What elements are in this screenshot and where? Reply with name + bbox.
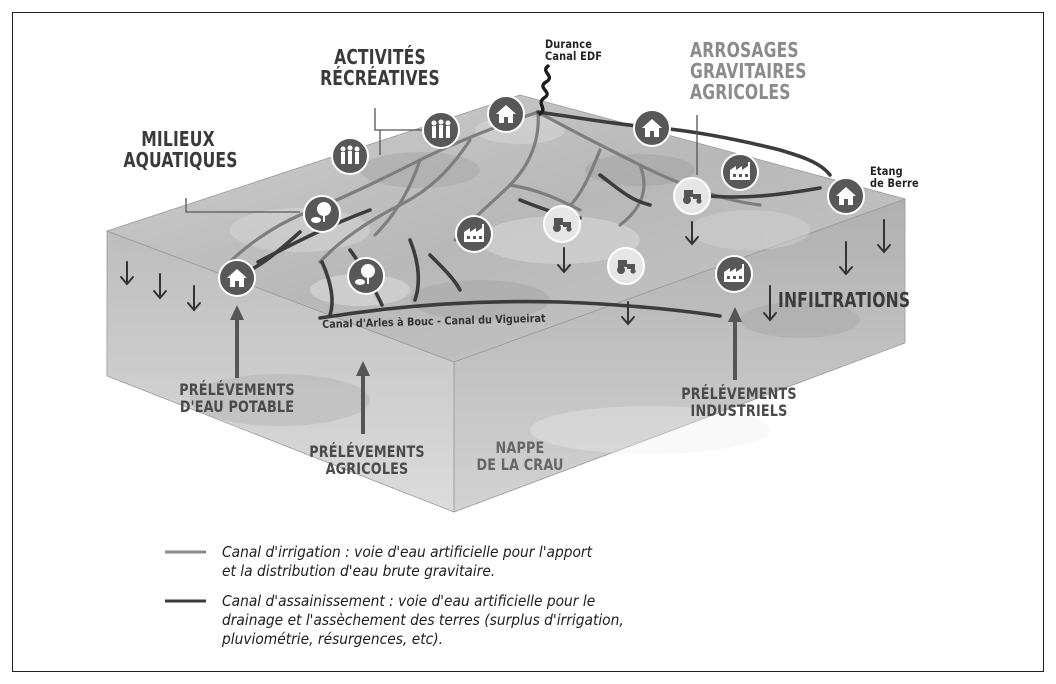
extraction-arrows: [230, 305, 742, 434]
label-milieux-aquatiques: MILIEUX AQUATIQUES: [123, 127, 238, 172]
durance-inflow: [538, 64, 552, 116]
house-icon: [827, 177, 865, 215]
factory-icon: [715, 255, 753, 293]
house-icon: [633, 109, 671, 147]
factory-icon: [721, 153, 759, 191]
tree-duck-icon: [347, 257, 385, 295]
label-durance: Durance Canal EDF: [545, 37, 603, 64]
people-icon: [331, 137, 369, 175]
tractor-icon: [607, 247, 645, 285]
label-nappe-de-la-crau: NAPPE DE LA CRAU: [476, 438, 564, 474]
label-prelevements-potable: PRÉLÉVEMENTS D'EAU POTABLE: [179, 380, 295, 416]
legend-text-drainage: Canal d'assainissement : voie d'eau arti…: [222, 592, 624, 648]
label-etang: Etang de Berre: [870, 164, 919, 191]
people-icon: [422, 111, 460, 149]
infiltration-arrows: [120, 219, 891, 326]
legend-text-irrigation: Canal d'irrigation : voie d'eau artifici…: [222, 543, 593, 580]
tractor-icon: [673, 177, 711, 215]
tractor-icon: [543, 205, 581, 243]
label-infiltrations: INFILTRATIONS: [778, 288, 911, 312]
label-prelevements-industriels: PRÉLÉVEMENTS INDUSTRIELS: [681, 384, 797, 420]
label-prelevements-agricoles: PRÉLÉVEMENTS AGRICOLES: [309, 442, 425, 478]
factory-icon: [455, 215, 493, 253]
legend-item-drainage: Canal d'assainissement : voie d'eau arti…: [222, 592, 662, 649]
label-activites-recreatives: ACTIVITÉS RÉCRÉATIVES: [320, 45, 440, 90]
tree-duck-icon: [303, 195, 341, 233]
house-icon: [218, 259, 256, 297]
side-texture: [190, 302, 860, 454]
house-icon: [487, 95, 525, 133]
label-arrosages: ARROSAGES GRAVITAIRES AGRICOLES: [690, 38, 807, 104]
leader-lines: [185, 108, 698, 213]
legend-item-irrigation: Canal d'irrigation : voie d'eau artifici…: [222, 543, 642, 581]
